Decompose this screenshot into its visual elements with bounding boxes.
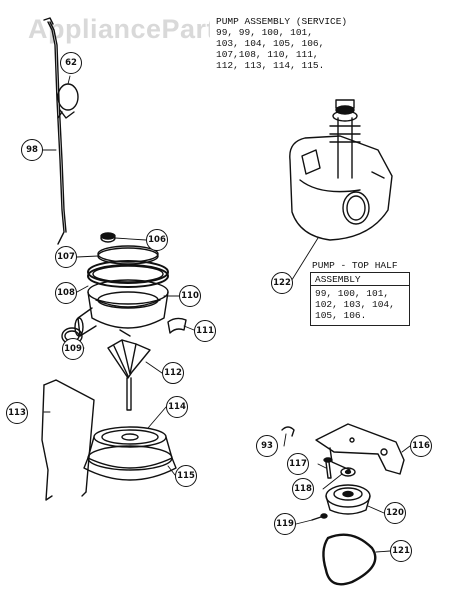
callout-115: 115 xyxy=(175,465,197,487)
pump-housing-part-110 xyxy=(74,279,169,337)
rod-part-98 xyxy=(43,17,67,245)
callout-112: 112 xyxy=(162,362,184,384)
callout-119: 119 xyxy=(274,513,296,535)
clip-part-111 xyxy=(167,317,187,334)
clip-part-93 xyxy=(281,426,295,437)
top-half-box-line-2: 102, 103, 104, xyxy=(315,299,395,310)
bolt-part-117 xyxy=(323,457,333,479)
service-box-line-3: 107,108, 110, 111, xyxy=(216,49,319,60)
impeller-part-112 xyxy=(107,339,151,411)
ring-part-108 xyxy=(87,260,169,288)
callout-98: 98 xyxy=(21,139,43,161)
seal-part-106 xyxy=(100,232,116,243)
top-half-box-line-1: 99, 100, 101, xyxy=(315,288,390,299)
callout-121: 121 xyxy=(390,540,412,562)
callout-111: 111 xyxy=(194,320,216,342)
callout-113: 113 xyxy=(6,402,28,424)
pulley-part-120 xyxy=(325,484,371,515)
service-box-line-1: 99, 99, 100, 101, xyxy=(216,27,313,38)
callout-106: 106 xyxy=(146,229,168,251)
bowl-part-114 xyxy=(93,426,167,448)
callout-116: 116 xyxy=(410,435,432,457)
top-half-box-line-3: 105, 106. xyxy=(315,310,367,321)
callout-117: 117 xyxy=(287,453,309,475)
bracket-part-116 xyxy=(315,423,405,475)
top-half-box-title: ASSEMBLY xyxy=(311,274,409,286)
callout-120: 120 xyxy=(384,502,406,524)
service-parts-box: PUMP ASSEMBLY (SERVICE) 99, 99, 100, 101… xyxy=(210,14,360,76)
callout-122: 122 xyxy=(271,272,293,294)
callout-93: 93 xyxy=(256,435,278,457)
bail-part-113 xyxy=(41,379,95,501)
callout-62: 62 xyxy=(60,52,82,74)
callout-108: 108 xyxy=(55,282,77,304)
pump-top-half-part-122 xyxy=(289,99,393,241)
service-box-line-2: 103, 104, 105, 106, xyxy=(216,38,325,49)
top-half-caption: PUMP - TOP HALF xyxy=(312,260,398,271)
callout-109: 109 xyxy=(62,338,84,360)
callout-114: 114 xyxy=(166,396,188,418)
washer-part-118 xyxy=(340,467,356,477)
service-box-line-4: 112, 113, 114, 115. xyxy=(216,60,325,71)
service-box-title: PUMP ASSEMBLY (SERVICE) xyxy=(216,16,348,27)
clip-part-62 xyxy=(57,83,79,119)
leader-lines xyxy=(42,75,411,553)
base-part-115 xyxy=(83,436,177,481)
callout-107: 107 xyxy=(55,246,77,268)
belt-part-121 xyxy=(322,533,377,586)
top-half-parts-box: ASSEMBLY 99, 100, 101, 102, 103, 104, 10… xyxy=(310,272,410,326)
callout-118: 118 xyxy=(292,478,314,500)
screw-part-119 xyxy=(311,513,328,521)
callout-110: 110 xyxy=(179,285,201,307)
